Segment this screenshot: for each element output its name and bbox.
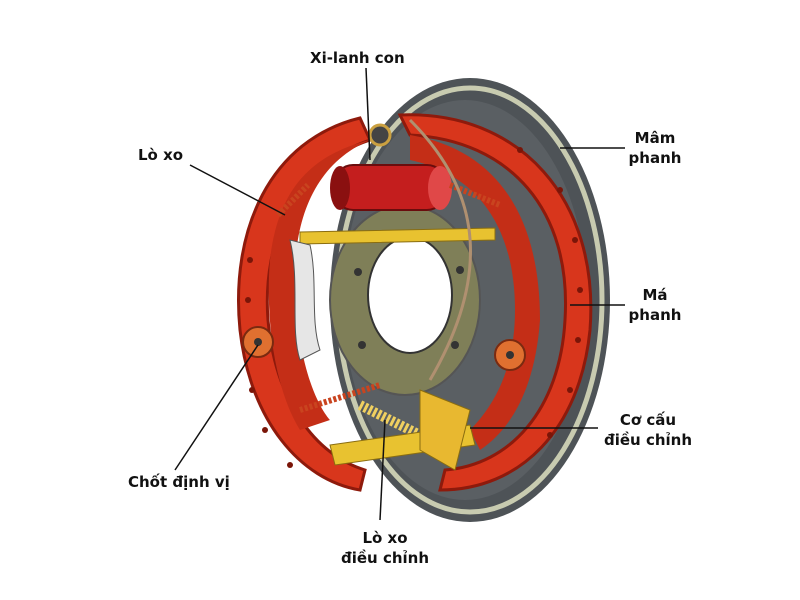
strut [299, 227, 496, 245]
label-line: phanh [628, 306, 682, 324]
label-adjuster: Cơ cấu điều chỉnh [598, 410, 698, 450]
label-line: Cơ cấu [619, 411, 677, 429]
label-spring: Lò xo [138, 146, 184, 164]
label-line: Lò xo [362, 529, 408, 547]
label-hold-down-pin: Chốt định vị [128, 473, 230, 491]
label-line: điều chỉnh [603, 431, 693, 449]
label-wheel-cylinder: Xi-lanh con [310, 49, 405, 67]
label-line: Má [642, 286, 668, 304]
label-line: Mâm [634, 129, 676, 147]
label-line: phanh [628, 149, 682, 167]
label-brake-shoe: Má phanh [620, 285, 690, 325]
leader-lines [174, 67, 625, 521]
hub-hole [367, 236, 453, 354]
right-brake-shoe [397, 113, 593, 492]
label-adjuster-spring: Lò xo điều chỉnh [335, 528, 435, 568]
return-spring [275, 182, 502, 413]
label-backing-plate: Mâm phanh [620, 128, 690, 168]
label-line: điều chỉnh [340, 549, 430, 567]
